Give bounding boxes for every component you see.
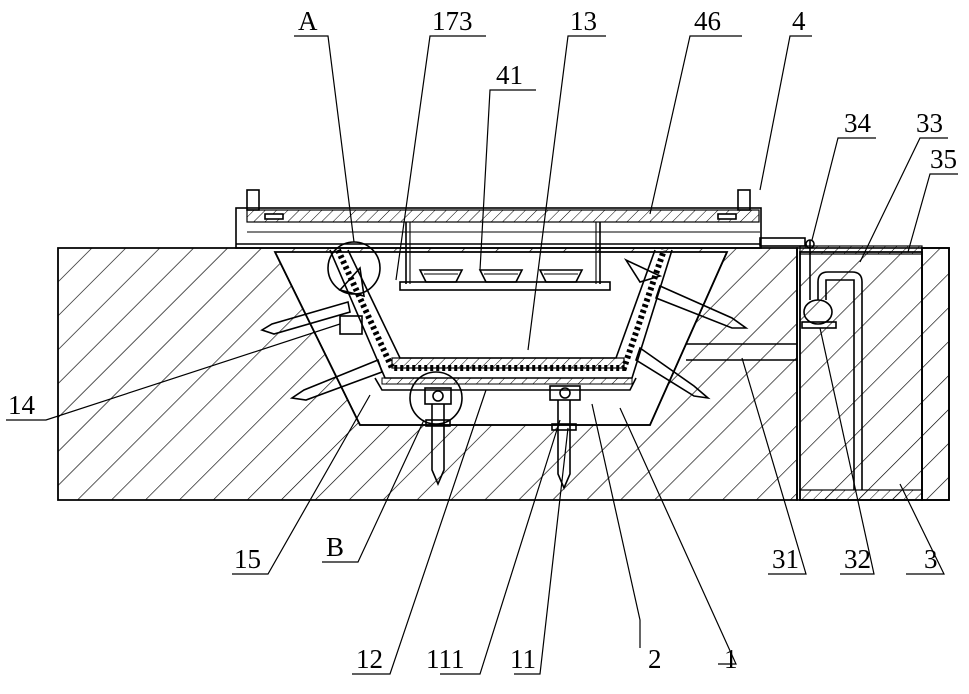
label-173: 173 <box>432 6 473 36</box>
label-11: 11 <box>510 644 536 674</box>
label-13: 13 <box>570 6 597 36</box>
frame-slot-left <box>265 214 283 219</box>
basket-layer <box>338 250 664 368</box>
label-2: 2 <box>648 644 662 674</box>
basket-inner <box>348 250 655 358</box>
label-35: 35 <box>930 144 957 174</box>
label-b: B <box>326 532 344 562</box>
label-111: 111 <box>426 644 465 674</box>
label-46: 46 <box>694 6 721 36</box>
label-31: 31 <box>772 544 799 574</box>
frame-slot-right <box>718 214 736 219</box>
label-12: 12 <box>356 644 383 674</box>
frame-post-left <box>247 190 259 210</box>
label-14: 14 <box>8 390 36 420</box>
label-32: 32 <box>844 544 871 574</box>
frame-extension <box>760 238 805 246</box>
label-4: 4 <box>792 6 806 36</box>
label-1: 1 <box>724 644 738 674</box>
basket-floor <box>392 358 624 368</box>
seedling-cup-2 <box>480 270 522 282</box>
tank-cover <box>800 246 922 254</box>
seedling-cup-1 <box>420 270 462 282</box>
label-41: 41 <box>496 60 523 90</box>
tray-41 <box>400 282 610 290</box>
label-33: 33 <box>916 108 943 138</box>
label-3: 3 <box>924 544 938 574</box>
frame-post-right <box>738 190 750 210</box>
label-15: 15 <box>234 544 261 574</box>
top-beam-46 <box>247 210 759 222</box>
tank-wall <box>922 248 949 500</box>
label-a: A <box>298 6 318 36</box>
label-34: 34 <box>844 108 872 138</box>
seedling-cup-3 <box>540 270 582 282</box>
mount-b-bolt <box>433 391 443 401</box>
